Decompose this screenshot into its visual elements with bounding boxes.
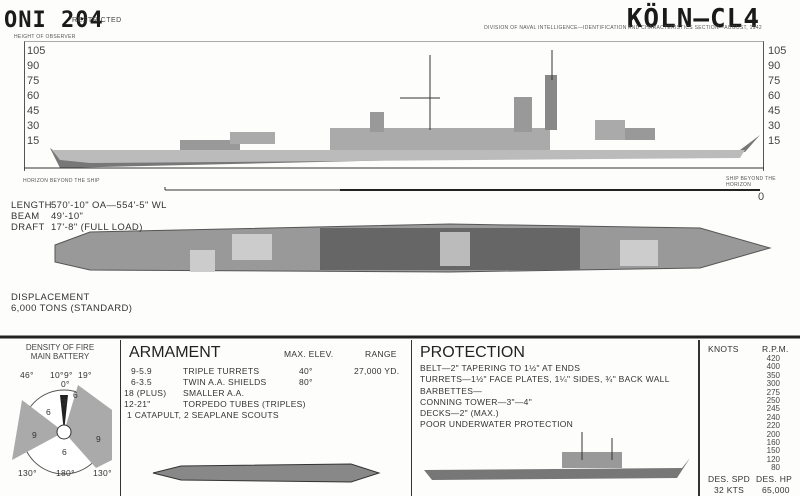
ship-name: KÖLN—CL4	[626, 4, 760, 34]
ship-drawings	[0, 50, 800, 339]
ship-plan-view	[54, 223, 772, 273]
classification: RESTRICTED	[72, 17, 122, 24]
source-line: DIVISION OF NAVAL INTELLIGENCE—IDENTIFIC…	[484, 25, 762, 31]
height-chart	[24, 41, 764, 171]
document-id: ONI 204	[4, 8, 104, 33]
horizon-left-label: HORIZON BEYOND THE SHIP	[23, 178, 100, 184]
observer-label: HEIGHT OF OBSERVER	[14, 34, 76, 40]
protection-panel: PROTECTION BELT—2" TAPERING TO 1½" AT EN…	[412, 340, 700, 496]
armament-plan-icon	[152, 463, 381, 483]
protection-profile-icon	[424, 432, 690, 480]
scale-zero: 0	[758, 191, 765, 203]
density-diagram	[12, 385, 112, 475]
horizon-right-label: SHIP BEYOND THE HORIZON	[726, 176, 776, 188]
ship-profile	[50, 50, 760, 168]
